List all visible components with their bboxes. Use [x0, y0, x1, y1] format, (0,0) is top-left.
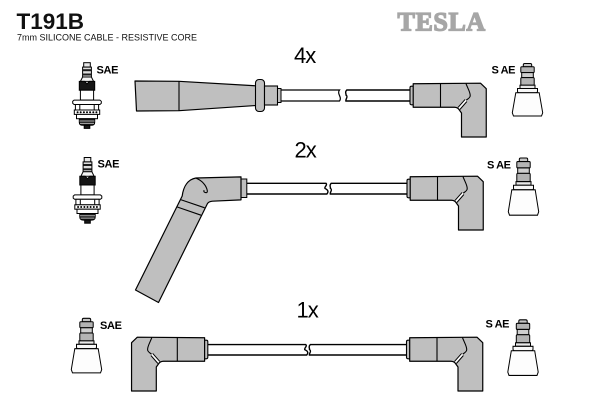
svg-text:TESLA: TESLA — [398, 8, 486, 37]
svg-text:SAE: SAE — [100, 320, 122, 332]
svg-text:T191B: T191B — [17, 9, 85, 34]
svg-text:SAE: SAE — [492, 65, 516, 77]
svg-text:1x: 1x — [297, 298, 319, 323]
svg-text:7mm SILICONE CABLE - RESISTIVE: 7mm SILICONE CABLE - RESISTIVE CORE — [17, 33, 197, 43]
svg-text:SAE: SAE — [98, 159, 120, 171]
svg-text:4x: 4x — [294, 43, 316, 68]
svg-text:2x: 2x — [295, 138, 317, 163]
svg-text:SAE: SAE — [486, 319, 510, 331]
svg-text:SAE: SAE — [97, 65, 119, 77]
svg-text:SAE: SAE — [487, 160, 511, 172]
